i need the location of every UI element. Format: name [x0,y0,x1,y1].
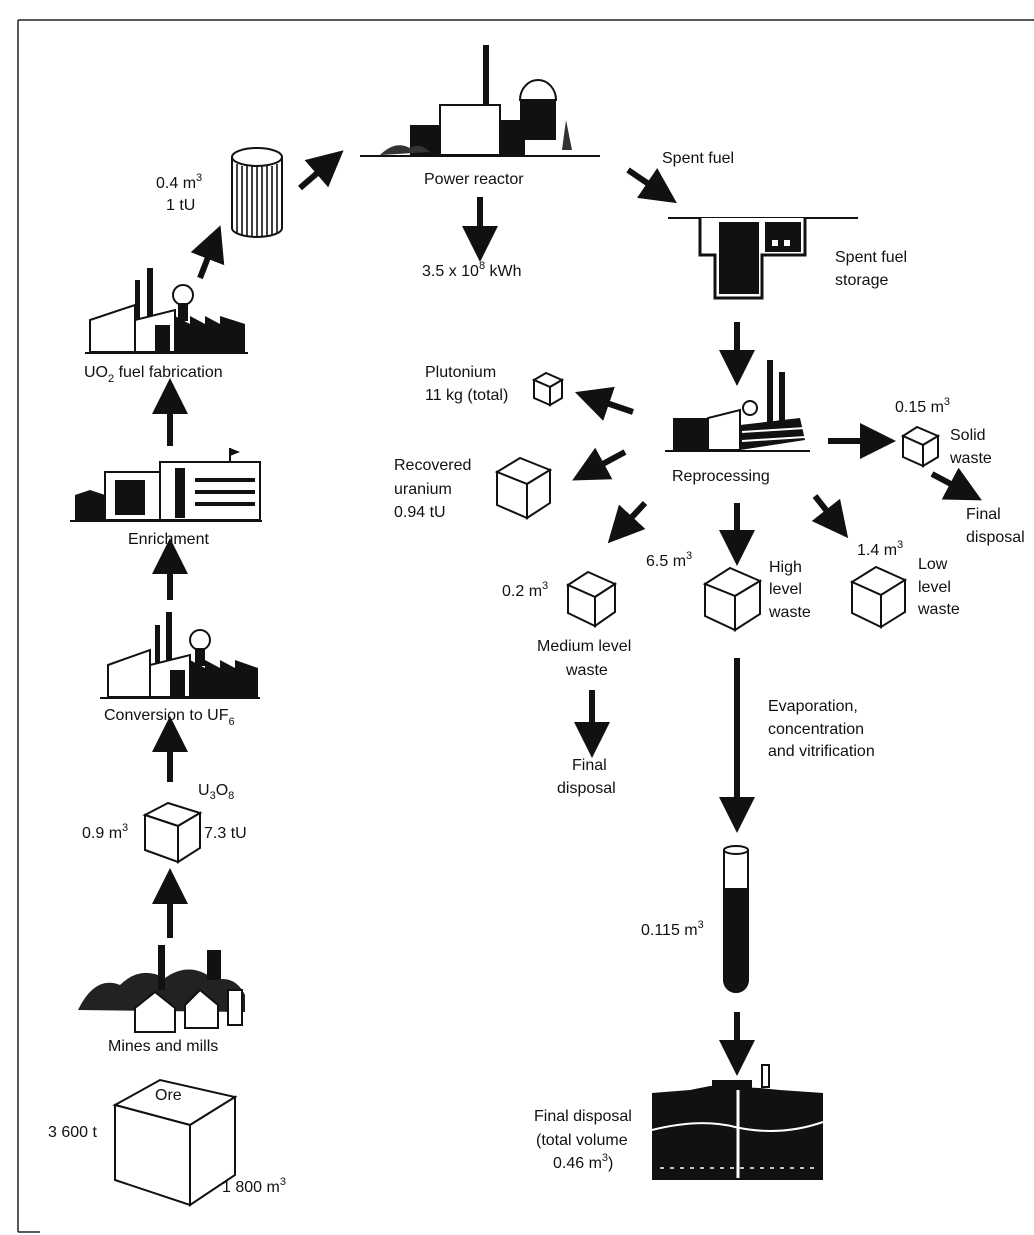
enrichment-label: Enrichment [128,531,209,548]
conversion-plant-icon [100,612,260,699]
reprocessing-label: Reprocessing [672,468,770,485]
fabrication-plant-icon [85,268,248,354]
final-disposal-repository-icon [651,1064,824,1180]
enrichment-plant-icon [70,448,262,522]
arrow-to-low-waste [811,494,849,539]
medium-waste-volume: 0.2 m3 [502,580,548,600]
arrow-to-plutonium [574,386,634,421]
vitrified-glass-tube-icon [723,845,749,993]
plutonium-line1: Plutonium [425,364,496,381]
u3o8-cube [142,801,203,864]
mines-label: Mines and mills [108,1038,218,1055]
power-reactor-icon [360,45,600,157]
fuel-mass: 1 tU [166,197,195,214]
reactor-label: Power reactor [424,171,524,188]
reactor-energy: 3.5 x 108 kWh [422,260,522,280]
final-disposal-line1: Final disposal [534,1108,632,1125]
glass-volume: 0.115 m3 [641,919,704,939]
ore-label: Ore [155,1087,182,1104]
low-waste-line1: Low [918,556,948,573]
vitrification-line3: and vitrification [768,743,875,760]
u3o8-formula: U3O8 [198,782,234,802]
ore-mass: 3 600 t [48,1124,97,1141]
fabrication-label: UO2 fuel fabrication [84,364,223,385]
medium-final-line1: Final [572,757,607,774]
spent-fuel-storage-icon [668,217,858,300]
high-waste-cube [702,566,763,632]
storage-label-line2: storage [835,272,888,289]
low-waste-line2: level [918,579,951,596]
medium-waste-line2: waste [565,662,608,679]
solid-waste-cube [900,425,941,468]
high-waste-volume: 6.5 m3 [646,550,692,570]
u3o8-mass: 7.3 tU [204,825,247,842]
recovered-uranium-cube [494,456,553,520]
u3o8-volume: 0.9 m3 [82,822,128,842]
recovered-uranium-line3: 0.94 tU [394,504,446,521]
ore-volume: 1 800 m3 [222,1176,286,1196]
page-border [17,19,1034,1233]
final-disposal-line3: 0.46 m3) [553,1152,613,1172]
low-waste-cube [849,565,908,629]
solid-waste-volume: 0.15 m3 [895,396,950,416]
high-waste-line2: level [769,581,802,598]
plutonium-line2: 11 kg (total) [425,387,508,404]
final-disposal-line2: (total volume [536,1132,628,1149]
low-waste-line3: waste [917,601,960,618]
reprocessing-plant-icon [665,360,810,452]
low-waste-volume: 1.4 m3 [857,539,903,559]
arrow-fabrication-to-fuel [190,225,225,280]
recovered-uranium-line2: uranium [394,481,452,498]
ore-cube [112,1078,238,1207]
recovered-uranium-line1: Recovered [394,457,471,474]
high-waste-line3: waste [768,604,811,621]
arrow-reactor-to-storage [626,167,677,204]
solid-final-line1: Final [966,506,1001,523]
arrow-fuel-to-reactor [298,150,344,191]
spent-fuel-label: Spent fuel [662,150,734,167]
medium-final-line2: disposal [557,780,616,797]
arrow-to-recovered-uranium [572,447,627,481]
fuel-volume: 0.4 m3 [156,172,202,192]
solid-waste-line1: Solid [950,427,986,444]
arrow-solid-to-final [930,467,982,501]
arrow-to-medium-waste [607,500,648,544]
plutonium-cube [531,371,565,407]
medium-waste-line1: Medium level [537,638,631,655]
solid-final-line2: disposal [966,529,1025,546]
solid-waste-line2: waste [949,450,992,467]
storage-label-line1: Spent fuel [835,249,907,266]
fuel-cylinder-icon [231,147,283,238]
vitrification-line1: Evaporation, [768,698,858,715]
vitrification-line2: concentration [768,721,864,738]
mines-and-mills-icon [78,945,245,1033]
high-waste-line1: High [769,559,802,576]
conversion-label: Conversion to UF6 [104,707,235,728]
medium-waste-cube [565,570,618,628]
